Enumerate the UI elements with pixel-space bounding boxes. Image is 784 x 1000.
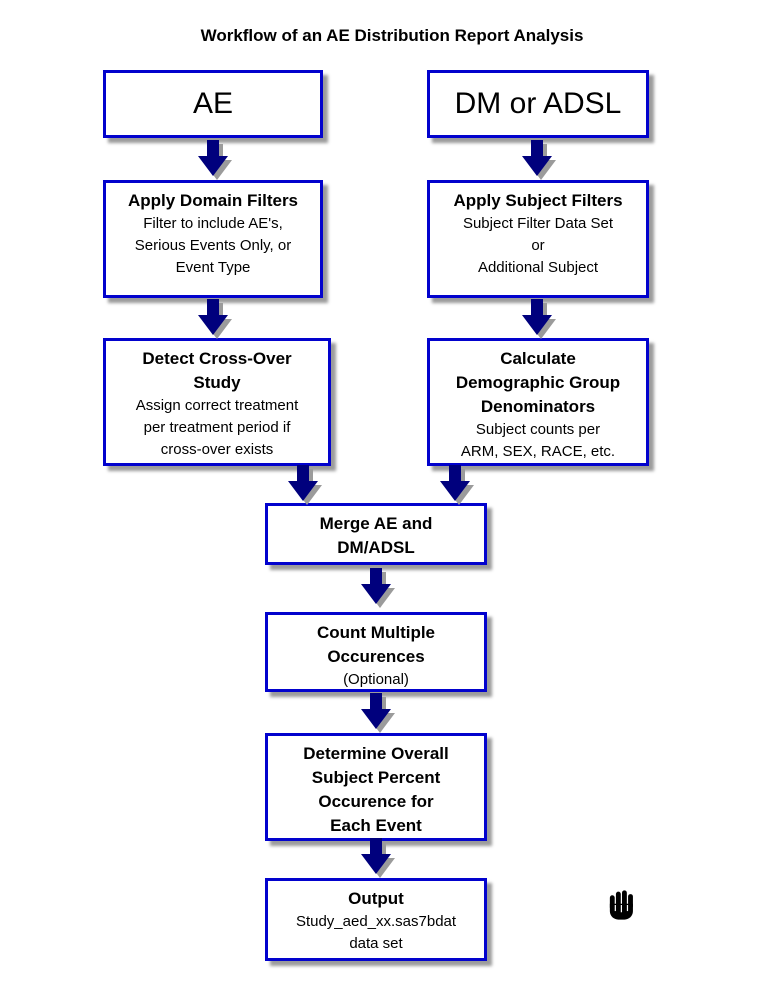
node-body: Filter to include AE's, Serious Events O… bbox=[134, 215, 292, 276]
node-determine-percent: Determine Overall Subject Percent Occure… bbox=[265, 733, 487, 841]
down-arrow-icon bbox=[522, 140, 556, 180]
node-heading: Merge AE and DM/ADSL bbox=[319, 514, 433, 557]
node-ae-heading: AE bbox=[192, 87, 234, 120]
hand-cursor-icon bbox=[609, 890, 633, 920]
node-body: Subject Filter Data Set or Additional Su… bbox=[462, 215, 614, 276]
node-heading: Detect Cross-Over Study bbox=[142, 349, 292, 392]
down-arrow-icon bbox=[361, 838, 395, 878]
down-arrow-icon bbox=[440, 465, 474, 505]
node-body: Assign correct treatment per treatment p… bbox=[135, 397, 299, 458]
down-arrow-icon bbox=[288, 465, 322, 505]
node-heading: Calculate Demographic Group Denominators bbox=[455, 349, 621, 416]
node-ae: AE bbox=[103, 70, 323, 138]
node-dm-adsl: DM or ADSL bbox=[427, 70, 649, 138]
page-title: Workflow of an AE Distribution Report An… bbox=[200, 26, 584, 45]
node-output: Output Study_aed_xx.sas7bdat data set bbox=[265, 878, 487, 961]
node-body: Subject counts per ARM, SEX, RACE, etc. bbox=[460, 421, 616, 460]
node-heading: Apply Subject Filters bbox=[453, 191, 623, 210]
node-body: (Optional) bbox=[343, 671, 409, 688]
node-merge: Merge AE and DM/ADSL bbox=[265, 503, 487, 565]
node-apply-domain-filters: Apply Domain Filters Filter to include A… bbox=[103, 180, 323, 298]
node-heading: Count Multiple Occurences bbox=[316, 623, 436, 666]
node-heading: Determine Overall Subject Percent Occure… bbox=[303, 744, 449, 835]
down-arrow-icon bbox=[361, 568, 395, 608]
node-calc-denominators: Calculate Demographic Group Denominators… bbox=[427, 338, 649, 466]
down-arrow-icon bbox=[361, 693, 395, 733]
node-heading: Apply Domain Filters bbox=[127, 191, 299, 210]
node-dm-adsl-heading: DM or ADSL bbox=[454, 87, 622, 120]
node-detect-crossover: Detect Cross-Over Study Assign correct t… bbox=[103, 338, 331, 466]
node-count-multiple: Count Multiple Occurences (Optional) bbox=[265, 612, 487, 692]
down-arrow-icon bbox=[198, 299, 232, 339]
node-body: Study_aed_xx.sas7bdat data set bbox=[295, 913, 457, 952]
down-arrow-icon bbox=[522, 299, 556, 339]
node-apply-subject-filters: Apply Subject Filters Subject Filter Dat… bbox=[427, 180, 649, 298]
down-arrow-icon bbox=[198, 140, 232, 180]
node-heading: Output bbox=[348, 889, 404, 908]
